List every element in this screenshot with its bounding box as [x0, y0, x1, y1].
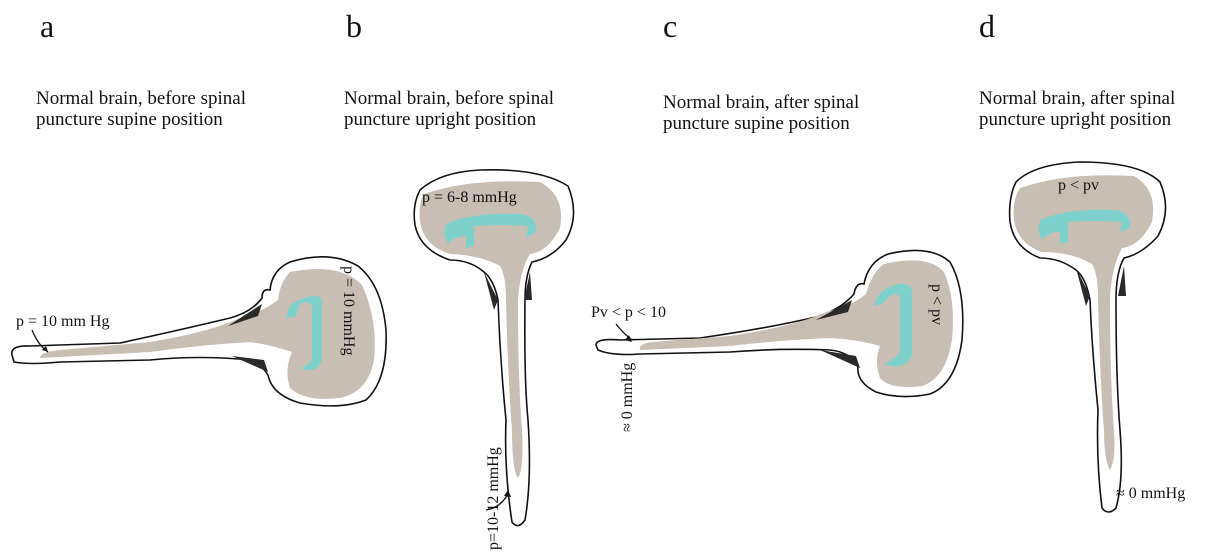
panel-c-label-zero: ≈ 0 mmHg [619, 363, 636, 432]
panel-d-label-bottom: ≈ 0 mmHg [1116, 485, 1185, 502]
panel-b-brain: p = 6-8 mmHg p=10-12 mmHg [414, 170, 573, 550]
panel-a-label-spinal: p = 10 mm Hg [16, 313, 109, 330]
panel-b-label-bottom: p=10-12 mmHg [485, 447, 502, 550]
panel-c-brain: Pv < p < 10 p < pv ≈ 0 mmHg [591, 250, 963, 432]
panel-d-brain: p < pv ≈ 0 mmHg [1010, 162, 1186, 512]
panel-b-brain-tissue [420, 181, 562, 478]
panel-a-brain: p = 10 mm Hg p = 10 mmHg [12, 257, 386, 406]
panel-c-label-spinal: Pv < p < 10 [591, 304, 666, 321]
panel-c-label-ventricle: p < pv [928, 284, 945, 325]
panel-a-brain-tissue [40, 269, 375, 399]
panel-a-label-ventricle: p = 10 mmHg [340, 266, 357, 355]
panel-b-label-top: p = 6-8 mmHg [422, 189, 517, 206]
panel-d-label-top: p < pv [1058, 177, 1099, 194]
